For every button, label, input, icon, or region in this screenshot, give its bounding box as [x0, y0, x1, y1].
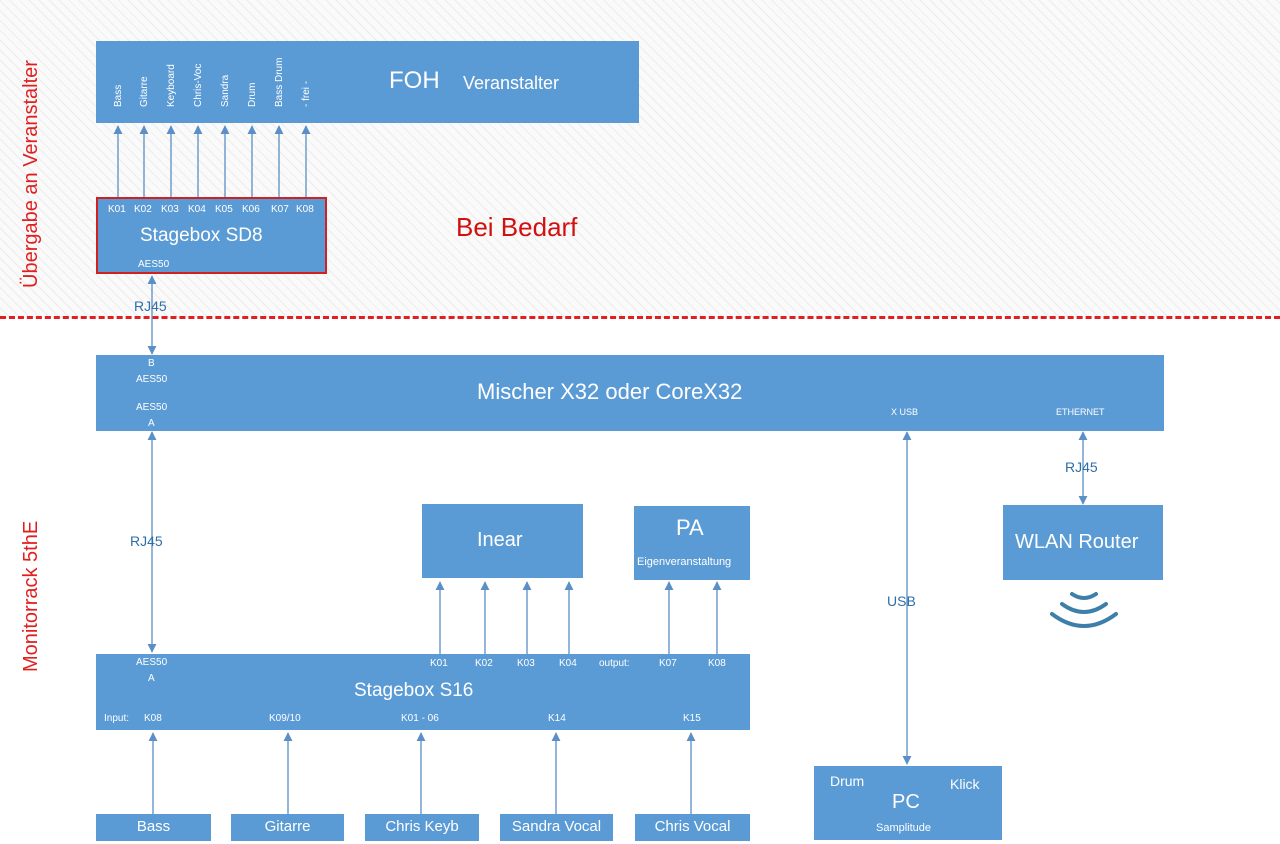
- source-label: Chris Vocal: [654, 818, 731, 835]
- mixer-xusb-label: X USB: [891, 407, 919, 417]
- sd8-title: Stagebox SD8: [140, 225, 263, 246]
- mixer-b-letter: B: [148, 358, 155, 369]
- s16-input-label: K01 - 06: [401, 713, 439, 724]
- s16-pa-output-label: K08: [708, 658, 726, 669]
- source-box-bass: Bass: [96, 814, 211, 841]
- source-box-chris-keyb: Chris Keyb: [365, 814, 479, 841]
- mixer-ethernet-label: ETHERNET: [1056, 407, 1105, 417]
- source-box-chris-vocal: Chris Vocal: [635, 814, 750, 841]
- inear-title: Inear: [477, 529, 523, 551]
- foh-channel-label: Bass Drum: [274, 57, 285, 107]
- s16-input-label: K08: [144, 713, 162, 724]
- sd8-output-label: K01: [108, 204, 126, 215]
- foh-channel-label: Keyboard: [166, 64, 177, 107]
- pa-title: PA: [676, 515, 704, 540]
- s16-title: Stagebox S16: [354, 680, 474, 701]
- s16-output-label: K04: [559, 658, 577, 669]
- foh-subtitle: Veranstalter: [463, 73, 560, 93]
- pa-subtitle: Eigenveranstaltung: [637, 556, 732, 568]
- source-box-gitarre: Gitarre: [231, 814, 344, 841]
- pc-box: Drum Klick PC Samplitude: [814, 766, 1002, 840]
- sd8-output-label: K08: [296, 204, 314, 215]
- foh-title: FOH: [389, 67, 440, 94]
- stagebox-s16-box: AES50 A K01 K02 K03 K04 output: K07 K08 …: [96, 654, 750, 730]
- source-label: Bass: [136, 818, 171, 835]
- rj45-right-label: RJ45: [1065, 459, 1098, 475]
- s16-aes-label: AES50: [136, 657, 168, 668]
- mixer-b-aes: AES50: [136, 374, 168, 385]
- source-label: Chris Keyb: [385, 818, 459, 835]
- sd8-output-label: K03: [161, 204, 179, 215]
- rj45-top-label: RJ45: [134, 298, 167, 314]
- stagebox-sd8-box: K01 K02 K03 K04 K05 K06 K07 K08 Stagebox…: [96, 197, 327, 274]
- foh-channel-label: - frei -: [301, 80, 312, 107]
- mixer-title: Mischer X32 oder CoreX32: [477, 379, 743, 404]
- s16-output-label: K02: [475, 658, 493, 669]
- source-label: Gitarre: [264, 818, 311, 835]
- usb-label: USB: [887, 593, 916, 609]
- s16-pa-output-label: K07: [659, 658, 677, 669]
- s16-output-caption: output:: [599, 658, 630, 669]
- bei-bedarf-label: Bei Bedarf: [456, 212, 578, 242]
- sd8-output-label: K02: [134, 204, 152, 215]
- s16-input-caption: Input:: [104, 713, 130, 724]
- sd8-output-label: K04: [188, 204, 206, 215]
- s16-input-label: K09/10: [269, 713, 301, 724]
- s16-a-letter: A: [148, 673, 155, 684]
- pa-box: PA Eigenveranstaltung: [634, 506, 750, 580]
- pc-drum-label: Drum: [830, 773, 865, 789]
- router-title: WLAN Router: [1015, 531, 1139, 553]
- foh-channel-label: Gitarre: [139, 76, 150, 107]
- foh-channel-label: Chris-Voc: [193, 63, 204, 107]
- foh-channel-label: Sandra: [220, 74, 231, 107]
- zone-divider-line: [0, 316, 1280, 319]
- wlan-router-box: WLAN Router: [1003, 505, 1163, 580]
- s16-input-label: K15: [683, 713, 701, 724]
- sd8-aes-label: AES50: [138, 259, 170, 270]
- mixer-a-letter: A: [148, 418, 155, 429]
- mixer-a-aes: AES50: [136, 402, 168, 413]
- inear-box: Inear: [422, 504, 583, 578]
- s16-output-label: K03: [517, 658, 535, 669]
- mixer-box: B AES50 AES50 A Mischer X32 oder CoreX32…: [96, 355, 1164, 431]
- pc-klick-label: Klick: [950, 776, 980, 792]
- sd8-output-label: K05: [215, 204, 233, 215]
- sd8-output-label: K06: [242, 204, 260, 215]
- foh-channel-label: Bass: [113, 84, 124, 107]
- foh-channel-label: Drum: [247, 82, 258, 107]
- wifi-icon: [1050, 592, 1118, 628]
- s16-input-label: K14: [548, 713, 566, 724]
- sd8-output-label: K07: [271, 204, 289, 215]
- source-label: Sandra Vocal: [511, 818, 602, 835]
- pc-software-label: Samplitude: [876, 822, 932, 834]
- rj45-left-label: RJ45: [130, 533, 163, 549]
- source-box-sandra-vocal: Sandra Vocal: [500, 814, 613, 841]
- s16-output-label: K01: [430, 658, 448, 669]
- pc-title: PC: [892, 791, 920, 813]
- foh-box: FOH Veranstalter: [96, 41, 639, 123]
